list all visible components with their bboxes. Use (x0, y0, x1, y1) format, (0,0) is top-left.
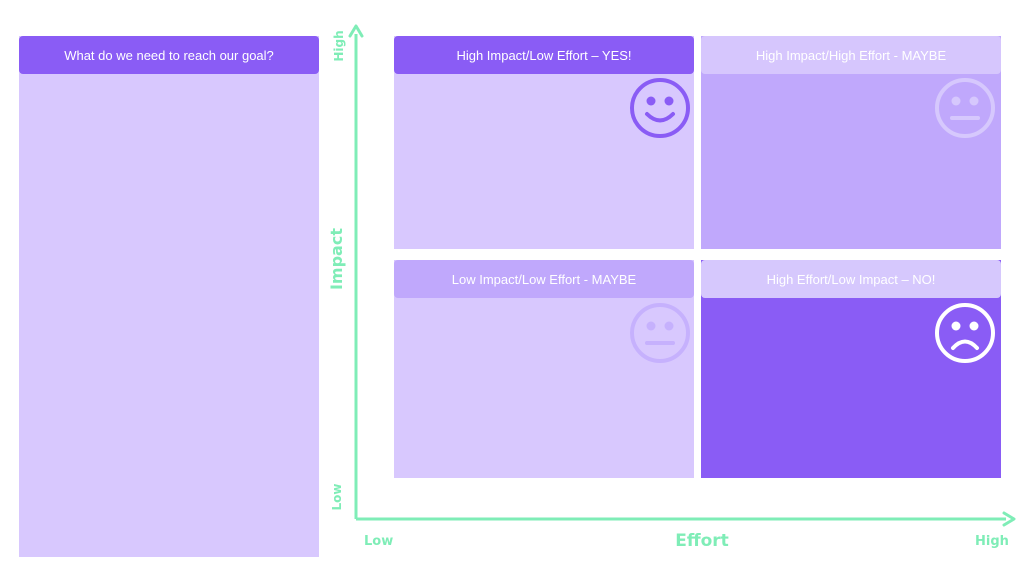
neutral-face-icon (630, 303, 690, 363)
quadrant-no-header: High Effort/Low Impact – NO! (701, 260, 1001, 298)
goal-panel-title: What do we need to reach our goal? (64, 47, 274, 63)
x-axis-low-label: Low (364, 534, 394, 549)
quadrant-yes-title: High Impact/Low Effort – YES! (456, 47, 632, 63)
y-axis-arrow-icon (348, 24, 364, 38)
goal-panel (19, 36, 319, 557)
quadrant-maybe-high-header: High Impact/High Effort - MAYBE (701, 36, 1001, 74)
quadrant-maybe-low-title: Low Impact/Low Effort - MAYBE (451, 271, 637, 287)
sad-face-icon (935, 303, 995, 363)
quadrant-yes-header: High Impact/Low Effort – YES! (394, 36, 694, 74)
neutral-face-icon (935, 78, 995, 138)
y-axis-low-label: Low (330, 483, 344, 511)
quadrant-high-impact-high-effort (701, 36, 1001, 249)
smiley-face-icon (630, 78, 690, 138)
x-axis-high-label: High (975, 534, 1009, 549)
goal-panel-header: What do we need to reach our goal? (19, 36, 319, 74)
y-axis-title: Impact (327, 228, 346, 291)
x-axis-title: Effort (675, 531, 729, 551)
quadrant-maybe-low-header: Low Impact/Low Effort - MAYBE (394, 260, 694, 298)
quadrant-maybe-high-title: High Impact/High Effort - MAYBE (755, 47, 947, 63)
quadrant-no-title: High Effort/Low Impact – NO! (766, 271, 936, 287)
y-axis-high-label: High (332, 30, 346, 62)
x-axis-arrow-icon (1002, 511, 1016, 527)
